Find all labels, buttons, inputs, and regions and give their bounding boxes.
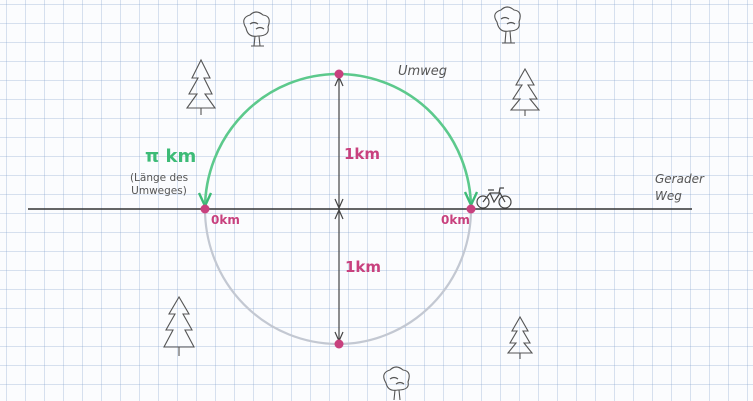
pine-tree-icon — [506, 315, 534, 359]
deciduous-tree-icon — [494, 6, 521, 44]
right-zero-label: 0km — [441, 213, 470, 227]
lower-semicircle — [203, 208, 473, 346]
point-bottom — [334, 339, 344, 349]
detour-label: Umweg — [398, 64, 448, 79]
straight-path-label: Gerader Weg — [655, 172, 704, 203]
pine-tree-icon — [185, 58, 217, 115]
arrow-mid-down — [334, 198, 344, 210]
detour-length-note: (Länge des Umweges) — [129, 172, 189, 197]
deciduous-tree-icon — [383, 366, 410, 401]
point-right — [466, 204, 476, 214]
deciduous-tree-icon — [243, 11, 270, 47]
arrow-mid-up — [334, 208, 344, 220]
pine-tree-icon — [509, 67, 541, 116]
point-left — [200, 204, 210, 214]
pine-tree-icon — [163, 295, 195, 356]
bicycle-icon — [476, 187, 512, 209]
upper-radius-label: 1km — [344, 145, 381, 163]
lower-radius-label: 1km — [345, 258, 382, 276]
detour-length-label: π km — [145, 146, 197, 167]
left-zero-label: 0km — [211, 213, 240, 227]
point-top — [334, 69, 344, 79]
detour-arc — [203, 72, 473, 210]
